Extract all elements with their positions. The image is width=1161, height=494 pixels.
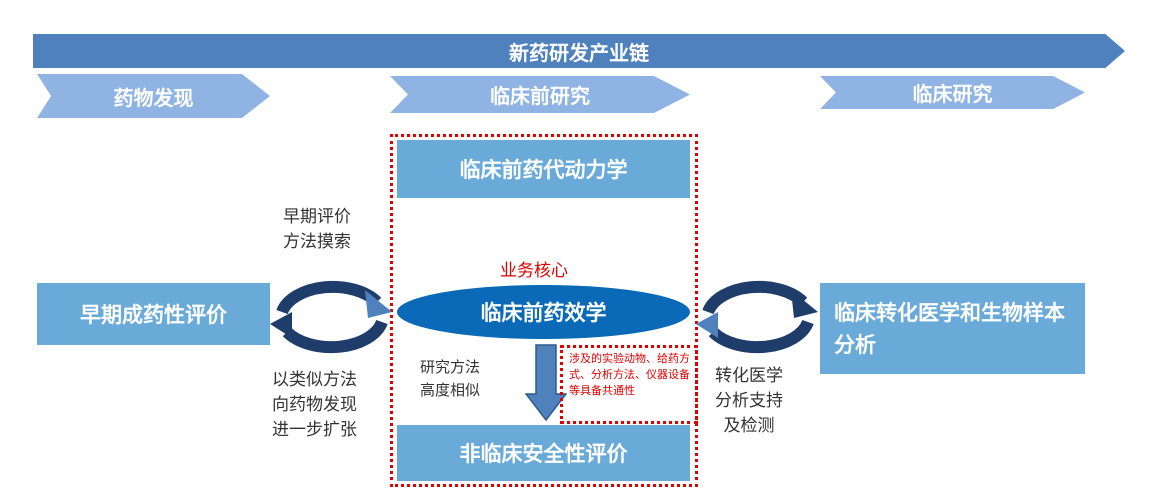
- stage-clinical: 临床研究: [820, 76, 1085, 109]
- note-line: 分析支持: [715, 391, 783, 411]
- pd-ellipse: 临床前药效学: [397, 285, 690, 339]
- stage-drug-discovery: 药物发现: [37, 74, 270, 118]
- translational-note: 转化医学分析支持及检测: [715, 364, 783, 439]
- early-method-note: 早期评价方法摸索: [283, 205, 351, 255]
- expand-note: 以类似方法向药物发现进一步扩张: [272, 368, 357, 443]
- cycle-arrows-left-icon: [270, 280, 392, 354]
- note-line: 以类似方法: [272, 370, 357, 390]
- safety-label: 非临床安全性评价: [459, 442, 628, 466]
- note-line: 研究方法: [420, 358, 481, 376]
- stage-label: 临床前研究: [490, 84, 590, 108]
- cycle-arrows-right-icon: [696, 280, 818, 354]
- stage-label: 药物发现: [113, 85, 194, 110]
- early-druggability-box: 早期成药性评价: [37, 283, 270, 345]
- clinical-translation-box: 临床转化医学和生物样本分析: [820, 283, 1085, 374]
- preclinical-dotted-frame: [390, 134, 698, 487]
- commonality-note: 涉及的实验动物、给药方式、分析方法、仪器设备等具备共通性: [560, 345, 698, 424]
- value-chain-title: 新药研发产业链: [509, 40, 649, 65]
- note-line: 及检测: [723, 416, 775, 436]
- note-line: 高度相似: [420, 381, 481, 399]
- note-line: 向药物发现: [272, 395, 357, 415]
- note-line: 转化医学: [715, 366, 783, 386]
- core-label: 业务核心: [500, 261, 568, 281]
- early-label: 早期成药性评价: [80, 303, 227, 327]
- similar-note: 研究方法高度相似: [420, 356, 480, 402]
- pk-box: 临床前药代动力学: [397, 140, 690, 198]
- clinical-label: 临床转化医学和生物样本分析: [834, 300, 1065, 357]
- stage-label: 临床研究: [912, 82, 993, 106]
- pd-label: 临床前药效学: [480, 301, 607, 325]
- note-line: 进一步扩张: [272, 420, 357, 440]
- stage-preclinical: 临床前研究: [390, 76, 690, 113]
- down-arrow-icon: [525, 344, 567, 422]
- commonality-text: 涉及的实验动物、给药方式、分析方法、仪器设备等具备共通性: [569, 352, 690, 397]
- value-chain-arrow: 新药研发产业链: [33, 34, 1125, 68]
- note-line: 方法摸索: [283, 232, 351, 252]
- pk-label: 临床前药代动力学: [459, 158, 628, 182]
- safety-box: 非临床安全性评价: [397, 425, 690, 481]
- note-line: 早期评价: [283, 207, 351, 227]
